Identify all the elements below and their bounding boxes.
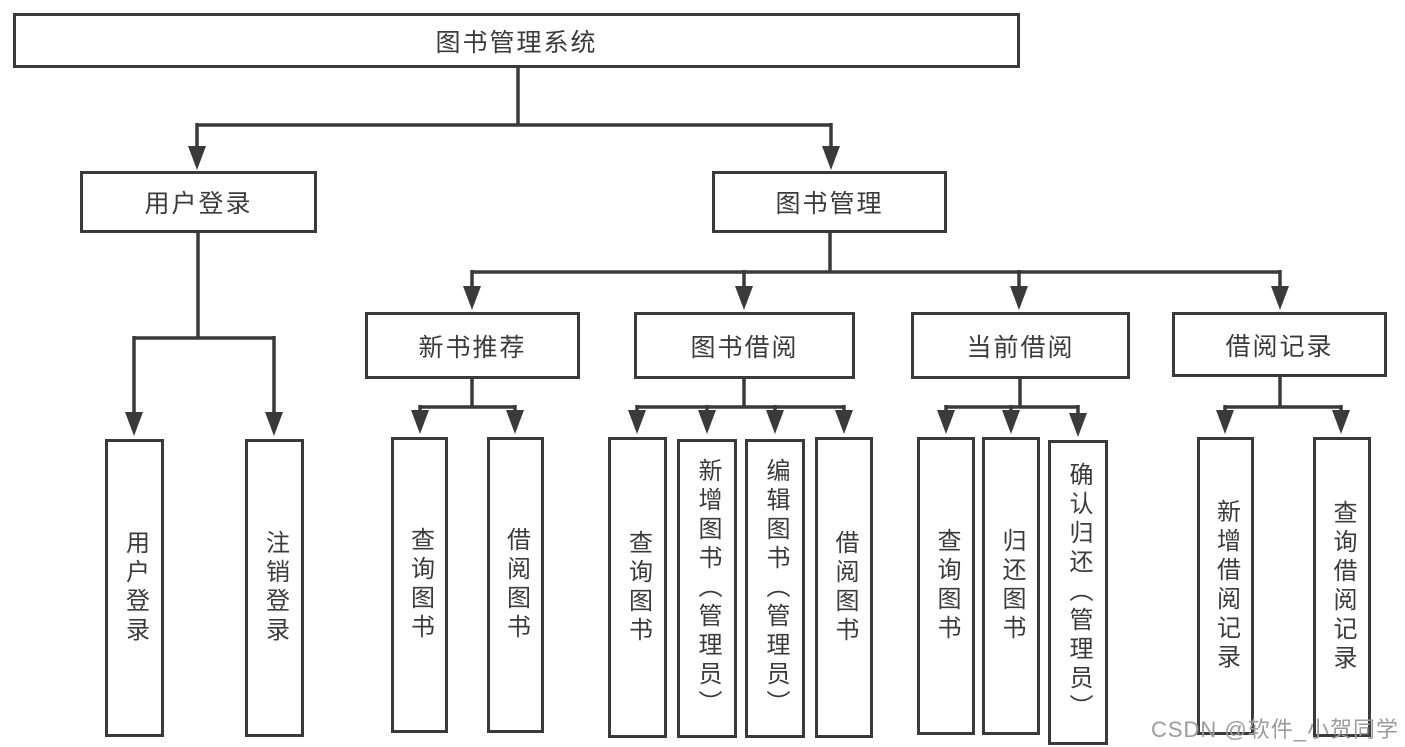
node-label: 图书管理系统 — [435, 28, 598, 57]
node-label: 编辑图书（管理员） — [762, 458, 789, 719]
leaf-borrow-books: 借阅图书 — [815, 437, 873, 738]
node-label: 图书管理 — [775, 190, 884, 218]
node-label: 新增图书（管理员） — [694, 458, 721, 719]
leaf-edit-book-admin: 编辑图书（管理员） — [745, 439, 805, 738]
leaf-query-books-current: 查询图书 — [917, 437, 975, 735]
watermark-text: CSDN @软件_小贺同学 — [1150, 717, 1399, 742]
node-label: 查询图书 — [933, 528, 960, 644]
leaf-query-books-borrow: 查询图书 — [608, 437, 667, 738]
node-label: 归还图书 — [998, 528, 1025, 644]
leaf-add-borrow-record: 新增借阅记录 — [1197, 437, 1254, 735]
node-label: 借阅记录 — [1225, 332, 1334, 361]
leaf-return-book: 归还图书 — [982, 437, 1040, 735]
leaf-borrow-books-recommend: 借阅图书 — [487, 437, 544, 733]
leaf-logout: 注销登录 — [245, 439, 304, 737]
node-label: 注销登录 — [261, 530, 289, 646]
node-user-login: 用户登录 — [80, 171, 317, 233]
node-borrow-records: 借阅记录 — [1172, 312, 1387, 377]
node-label: 图书借阅 — [690, 333, 799, 362]
node-label: 用户登录 — [144, 190, 253, 218]
node-book-management: 图书管理 — [712, 171, 947, 233]
node-label: 查询借阅记录 — [1329, 500, 1356, 674]
leaf-confirm-return-admin: 确认归还（管理员） — [1048, 440, 1108, 745]
node-book-borrow: 图书借阅 — [634, 312, 855, 379]
node-label: 查询图书 — [624, 529, 652, 646]
node-label: 借阅图书 — [831, 529, 858, 646]
node-label: 确认归还（管理员） — [1065, 462, 1092, 723]
node-label: 新书推荐 — [418, 333, 527, 362]
node-new-book-recommend: 新书推荐 — [365, 312, 580, 379]
node-current-borrow: 当前借阅 — [911, 312, 1130, 379]
node-label: 借阅图书 — [502, 527, 530, 643]
leaf-query-borrow-record: 查询借阅记录 — [1313, 437, 1371, 737]
node-label: 当前借阅 — [966, 333, 1075, 362]
leaf-add-book-admin: 新增图书（管理员） — [677, 439, 737, 738]
leaf-query-books-recommend: 查询图书 — [391, 437, 448, 733]
node-label: 新增借阅记录 — [1212, 499, 1240, 673]
leaf-user-login: 用户登录 — [105, 439, 164, 737]
node-label: 用户登录 — [121, 530, 149, 646]
node-root: 图书管理系统 — [13, 13, 1020, 68]
node-label: 查询图书 — [406, 527, 434, 643]
